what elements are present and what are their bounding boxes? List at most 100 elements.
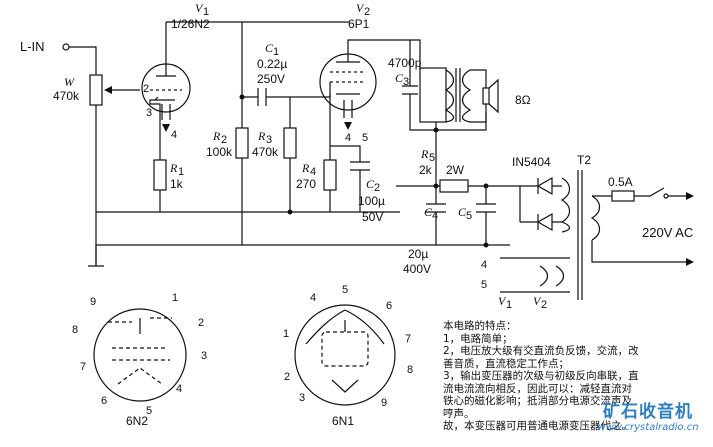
6n1-pin-9: 9 xyxy=(381,397,387,409)
6n2-pin-6: 6 xyxy=(101,395,107,407)
fuse-label: 0.5A xyxy=(608,175,633,189)
6n1-base-outline xyxy=(294,304,396,406)
r4-sub: 4 xyxy=(310,166,316,178)
pin-v1-2: 2 xyxy=(143,83,149,95)
6n1-pin-6: 6 xyxy=(386,300,392,312)
6n2-base-outline xyxy=(93,308,187,402)
note-line: 善音质，直流稳定工作点； xyxy=(443,357,569,370)
c2-value-1: 100µ xyxy=(358,194,385,208)
v2-sub: 2 xyxy=(364,6,370,18)
6n2-pin-9: 9 xyxy=(90,296,96,308)
r5-sub: 5 xyxy=(429,152,435,164)
v2-heater xyxy=(343,100,353,118)
r5-wattage: 2W xyxy=(446,163,465,177)
rectifier-wire xyxy=(519,185,538,223)
v1-cathode-wire xyxy=(149,99,161,160)
watermark-title: 矿石收音机 xyxy=(603,402,693,422)
pin-v2-5: 5 xyxy=(362,132,368,144)
resistor-r3 xyxy=(283,127,297,159)
diode-out-wires xyxy=(552,185,562,223)
6n2-pin-4: 4 xyxy=(176,383,182,395)
node-c1-left xyxy=(239,94,245,100)
6n1-pin-1: 1 xyxy=(283,328,289,340)
c5-sub: 5 xyxy=(466,210,472,222)
c2-sub: 2 xyxy=(374,182,380,194)
tube-base-6n1 xyxy=(294,304,396,406)
input-section xyxy=(62,43,140,266)
pot-name: W xyxy=(64,75,75,89)
fil-v2-name: V xyxy=(533,294,542,308)
c45-value-2: 400V xyxy=(403,262,431,276)
note-line: 3，输出变压器的次级与初级反向串联，直 xyxy=(443,370,639,382)
c3-value: 4700p xyxy=(388,56,422,70)
v2-type: 6P1 xyxy=(348,17,370,31)
6n1-pin-5: 5 xyxy=(342,284,348,296)
t2-fil-v1 xyxy=(539,265,549,287)
t2-hv-secondary xyxy=(560,177,571,233)
ac-label: 220V AC xyxy=(642,225,693,240)
pot-value: 470k xyxy=(53,89,80,103)
capacitor-c2 xyxy=(350,161,370,171)
capacitor-c5 xyxy=(476,203,496,213)
t2-label: T2 xyxy=(577,153,591,167)
capacitor-c3 xyxy=(402,85,418,95)
power-switch xyxy=(634,187,690,197)
r3-value: 470k xyxy=(252,145,279,159)
pin-v1-3: 3 xyxy=(146,107,152,119)
c4-name: C xyxy=(424,205,433,219)
6n1-inner xyxy=(331,320,359,393)
r4-name: R xyxy=(301,161,310,175)
6n2-pin-1: 1 xyxy=(172,292,178,304)
c1-sub: 1 xyxy=(273,46,279,58)
fuse xyxy=(611,190,635,202)
t2-fil-v2 xyxy=(555,265,565,287)
v1-heater xyxy=(161,104,171,120)
speaker-cone xyxy=(488,78,499,114)
ac-arrows xyxy=(686,192,694,266)
diode-label: IN5404 xyxy=(512,155,551,169)
6n2-pin-2: 2 xyxy=(198,317,204,329)
6n1-pin-4: 4 xyxy=(310,292,316,304)
c2-value-2: 50V xyxy=(362,210,383,224)
ot-primary-coil xyxy=(444,69,455,123)
c4-sub: 4 xyxy=(432,210,438,222)
note-line: 1，电路简单； xyxy=(443,332,513,345)
resistor-r1 xyxy=(153,159,167,191)
v2-plate-wire xyxy=(347,39,421,70)
base-6n1-label: 6N1 xyxy=(332,414,354,428)
resistor-r2 xyxy=(235,127,249,159)
t2-core xyxy=(577,170,583,300)
pin-v2-4: 4 xyxy=(345,132,351,144)
c3-sub: 3 xyxy=(403,76,409,88)
ground-symbol xyxy=(88,245,104,267)
r5-value: 2k xyxy=(419,163,433,177)
c45-value-1: 20µ xyxy=(408,247,428,261)
capacitor-c1 xyxy=(257,88,267,106)
6n2-pin-3: 3 xyxy=(201,350,207,362)
c1-value-2: 250V xyxy=(257,72,285,86)
pot-wiper-arrow xyxy=(104,86,112,94)
switch-contact xyxy=(663,193,669,199)
6n1-pin-7: 7 xyxy=(405,333,411,345)
speaker-magnet xyxy=(482,87,490,105)
6n1-connections xyxy=(305,309,385,345)
6n1-pin-8: 8 xyxy=(407,364,413,376)
6n2-pin-8: 8 xyxy=(72,324,78,336)
6n1-pin-2: 2 xyxy=(284,371,290,383)
v1-cathode xyxy=(154,96,175,101)
watermark-url: www.crystalradio.cn xyxy=(597,422,699,433)
c1-name: C xyxy=(265,41,274,55)
output-transformer-primary xyxy=(419,67,447,123)
r4-value: 270 xyxy=(296,177,316,191)
v2-grid-wire xyxy=(290,82,331,98)
pin-t2-5: 5 xyxy=(481,279,487,291)
r2-value: 100k xyxy=(206,145,233,159)
site-watermark: 矿石收音机 www.crystalradio.cn xyxy=(586,402,710,434)
r1-value: 1k xyxy=(170,177,184,191)
6n2-pin-5: 5 xyxy=(146,405,152,417)
note-line: 流电流流向相反，因此可以：减轻直流对 xyxy=(443,382,632,395)
note-line: 故，本变压器可用普通电源变压器代之。 xyxy=(443,420,632,432)
v1-name: V xyxy=(195,1,204,15)
6n2-pin-7: 7 xyxy=(80,361,86,373)
